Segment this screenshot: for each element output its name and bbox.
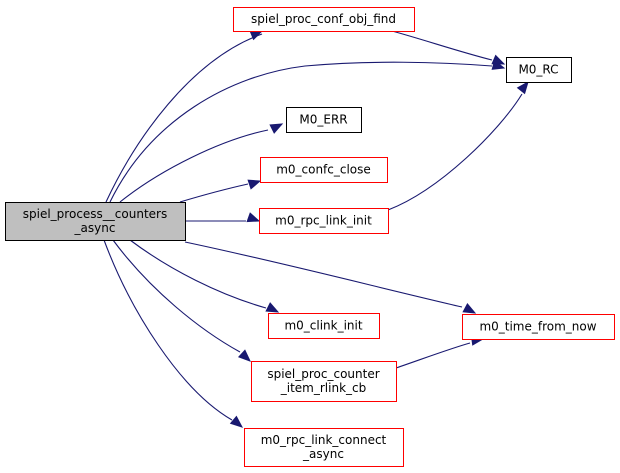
node-time-from-now[interactable]: m0_time_from_now [462, 314, 615, 340]
node-conf-obj-find[interactable]: spiel_proc_conf_obj_find [233, 7, 415, 32]
node-box[interactable] [260, 157, 388, 183]
node-box[interactable] [5, 202, 186, 241]
node-rlink-cb[interactable]: spiel_proc_counter_item_rlink_cb [251, 361, 397, 402]
edge-line [179, 183, 249, 203]
arrowhead-icon [265, 302, 280, 313]
arrowhead-icon [246, 212, 261, 223]
arrowhead-icon [516, 80, 529, 95]
arrowhead-icon [491, 54, 506, 65]
node-box[interactable] [268, 313, 380, 339]
edge-line [184, 241, 463, 308]
edge-root-to-link_connect [103, 239, 244, 428]
node-label: m0_confc_close [276, 163, 371, 177]
edge-line [129, 239, 267, 309]
node-label: M0_RC [518, 63, 558, 77]
node-box[interactable] [259, 208, 389, 234]
node-label: spiel_process__counters [23, 207, 167, 221]
edge-line [112, 239, 241, 353]
node-label: M0_ERR [299, 113, 347, 127]
edge-root-to-rlink_cb [112, 239, 251, 362]
arrowhead-icon [229, 415, 244, 428]
edge-line [119, 129, 269, 203]
node-label: _async [302, 447, 344, 461]
node-label: m0_rpc_link_connect [261, 433, 387, 447]
edge-line [105, 33, 263, 203]
arrowhead-icon [237, 349, 251, 362]
node-label: spiel_proc_conf_obj_find [251, 12, 396, 26]
edge-root-to-m0_err [119, 123, 284, 203]
arrowhead-icon [269, 123, 284, 134]
node-label: _item_rlink_cb [280, 381, 366, 395]
node-label: m0_time_from_now [479, 320, 596, 334]
edge-root-to-conf_obj_find [105, 30, 264, 203]
arrowhead-icon [247, 179, 262, 190]
node-root[interactable]: spiel_process__counters_async [5, 202, 186, 241]
node-label: spiel_proc_counter [267, 367, 379, 381]
node-box[interactable] [233, 7, 415, 32]
arrowhead-icon [462, 302, 477, 314]
node-box[interactable] [462, 314, 615, 340]
node-label: m0_clink_init [284, 319, 362, 333]
node-box[interactable] [506, 57, 572, 83]
edge-rpc_link_init-to-m0_rc [387, 80, 529, 211]
node-box[interactable] [286, 107, 362, 133]
edge-root-to-time_from_now [184, 241, 477, 314]
nodes-layer: spiel_process__counters_asyncspiel_proc_… [5, 7, 615, 467]
edge-line [387, 93, 523, 211]
edge-conf_obj_find-to-m0_rc [391, 30, 506, 65]
node-label: m0_rpc_link_init [275, 214, 372, 228]
edge-root-to-confc_close [179, 179, 262, 203]
node-m0-rc[interactable]: M0_RC [506, 57, 572, 83]
node-box[interactable] [251, 361, 397, 402]
edge-line [103, 239, 233, 421]
edges-layer [103, 30, 529, 428]
node-link-connect[interactable]: m0_rpc_link_connect_async [244, 428, 404, 467]
edge-line [395, 342, 471, 369]
edge-root-to-clink_init [129, 239, 280, 313]
node-box[interactable] [244, 428, 404, 467]
node-rpc-link-init[interactable]: m0_rpc_link_init [259, 208, 389, 234]
edge-rlink_cb-to-time_from_now [395, 335, 485, 369]
edge-root-to-rpc_link_init [185, 212, 261, 223]
node-clink-init[interactable]: m0_clink_init [268, 313, 380, 339]
node-m0-err[interactable]: M0_ERR [286, 107, 362, 133]
node-confc-close[interactable]: m0_confc_close [260, 157, 388, 183]
node-label: _async [74, 221, 116, 235]
edge-line [109, 61, 493, 203]
edge-line [391, 30, 493, 61]
